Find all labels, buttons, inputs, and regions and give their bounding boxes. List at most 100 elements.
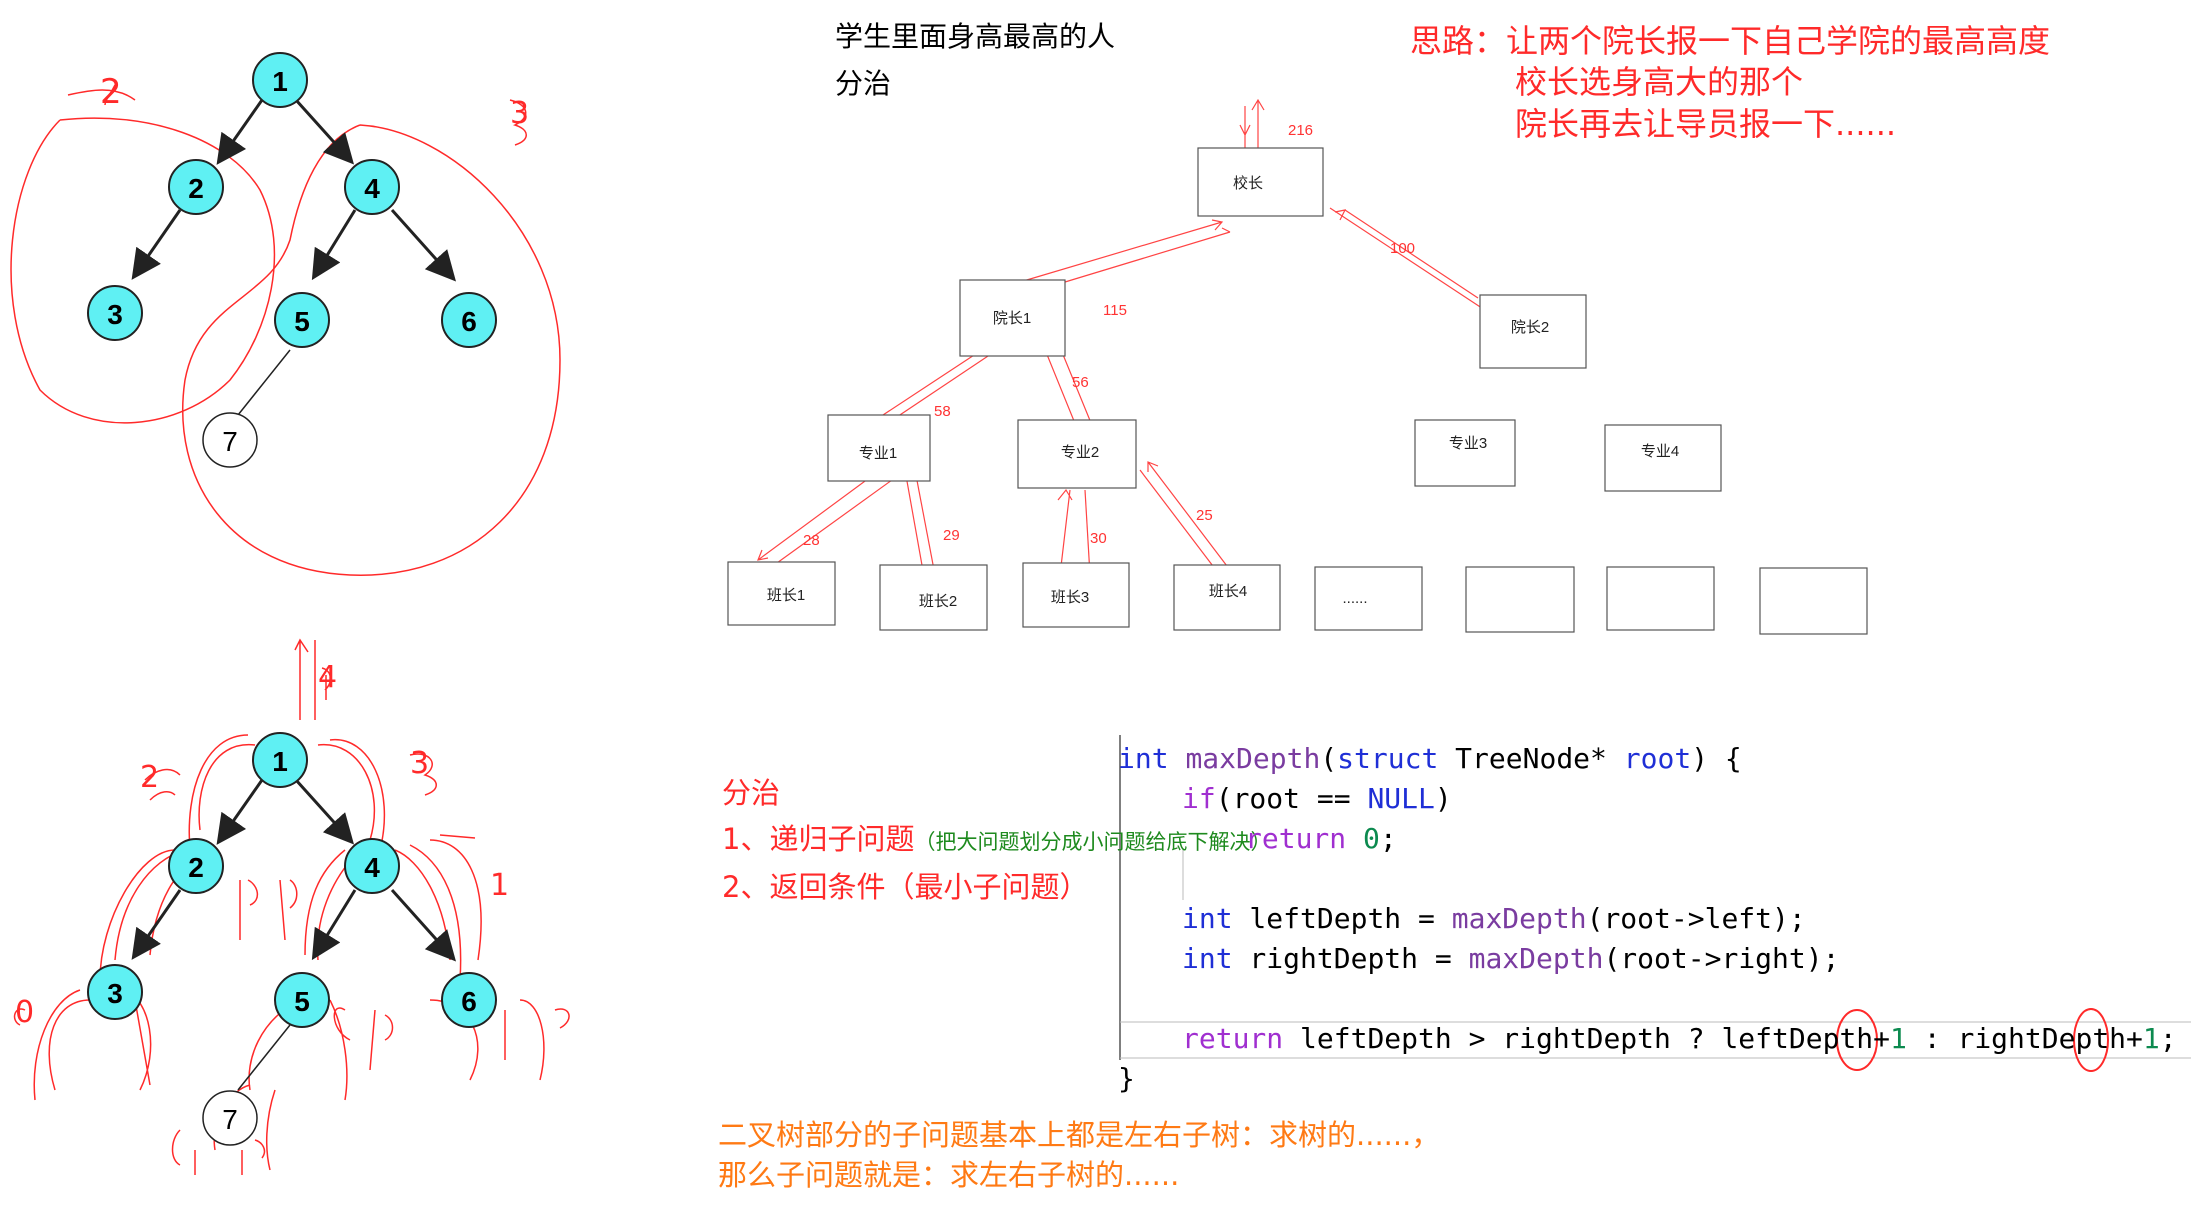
svg-text:6: 6 <box>461 986 477 1017</box>
idea-line-1: 思路：让两个院长报一下自己学院的最高高度 <box>1410 22 2051 60</box>
org-label-major-2: 专业2 <box>1061 444 1099 461</box>
org-box-major-3 <box>1414 419 1516 487</box>
org-label-monitor-1: 班长1 <box>767 587 805 604</box>
edge-value: 115 <box>1103 302 1127 319</box>
highlight-circle <box>1836 1009 1878 1071</box>
svg-text:3: 3 <box>107 978 123 1009</box>
annotation-2: 2 <box>100 72 122 112</box>
edge-value: 30 <box>1090 530 1107 547</box>
org-box-empty-3 <box>1759 567 1868 635</box>
idea-line-3: 院长再去让导员报一下...... <box>1515 105 1897 143</box>
code-line-1: int maxDepth(struct TreeNode* root) { <box>1118 742 1742 775</box>
tree-node-2: 2 <box>168 838 224 894</box>
org-label-monitor-3: 班长3 <box>1051 589 1089 606</box>
node-label: 1 <box>272 66 288 97</box>
org-label-principal: 校长 <box>1233 175 1263 192</box>
tree-node-1: 1 <box>252 52 308 108</box>
tree-node-4: 4 <box>344 838 400 894</box>
svg-text:7: 7 <box>222 1104 238 1135</box>
org-chart: 校长 院长1 院长2 专业1 专业2 专业3 专业4 班长1 班长2 班长3 班… <box>727 98 1868 635</box>
org-box-monitor-2 <box>879 564 988 631</box>
org-box-empty-1 <box>1465 566 1575 633</box>
node-label: 3 <box>107 299 123 330</box>
org-box-empty-2 <box>1606 566 1715 631</box>
org-box-monitor-3 <box>1022 562 1130 628</box>
edge-value: 25 <box>1196 507 1213 524</box>
tree-node-6: 6 <box>441 972 497 1028</box>
org-label-monitor-5: ...... <box>1342 590 1367 607</box>
annotation-0: 0 <box>15 995 35 1030</box>
page-subheading: 分治 <box>835 67 892 100</box>
highlight-circle <box>2073 1008 2109 1072</box>
org-label-major-1: 专业1 <box>859 445 897 462</box>
svg-text:1: 1 <box>272 746 288 777</box>
edge-value: 216 <box>1288 122 1313 139</box>
scribble-2 <box>67 84 136 106</box>
tree-node-6: 6 <box>441 292 497 348</box>
svg-text:5: 5 <box>294 986 310 1017</box>
org-box-major-2 <box>1017 419 1137 489</box>
summary-line-2: 那么子问题就是：求左右子树的...... <box>718 1158 1180 1192</box>
org-label-monitor-4: 班长4 <box>1209 583 1247 600</box>
node-label: 2 <box>188 173 204 204</box>
scribble-3 <box>509 99 527 146</box>
annotation-3b: 3 <box>410 746 430 781</box>
top-binary-tree: 1 2 4 3 5 6 7 <box>10 52 561 576</box>
edge-value: 100 <box>1390 240 1415 257</box>
edge-value: 29 <box>943 527 960 544</box>
bottom-binary-tree: 1 2 4 3 5 6 7 <box>13 638 570 1175</box>
idea-line-2: 校长选身高大的那个 <box>1515 63 1804 101</box>
code-line-6: return leftDepth > rightDepth ? leftDept… <box>1182 1022 2177 1055</box>
org-label-dean-2: 院长2 <box>1511 318 1549 336</box>
notes-item-2: 2、返回条件（最小子问题） <box>722 870 1089 904</box>
org-label-major-4: 专业4 <box>1641 443 1679 460</box>
notes-item-1: 1、递归子问题（把大问题划分成小问题给底下解决） <box>722 816 1271 858</box>
right-subtree-circle <box>181 124 561 576</box>
edge-value: 58 <box>934 403 951 420</box>
annotation-1: 1 <box>490 868 510 903</box>
org-box-monitor-1 <box>727 561 836 626</box>
tree-node-5: 5 <box>274 292 330 348</box>
svg-text:2: 2 <box>188 852 204 883</box>
org-box-dean-1 <box>959 279 1066 357</box>
notes-item-1-text: 1、递归子问题 <box>722 822 915 856</box>
org-label-monitor-2: 班长2 <box>919 593 957 610</box>
annotation-2b: 2 <box>140 760 160 795</box>
tree-node-2: 2 <box>168 159 224 215</box>
code-line-4: int leftDepth = maxDepth(root->left); <box>1182 902 1806 935</box>
org-label-major-3: 专业3 <box>1449 435 1487 452</box>
tree-node-3: 3 <box>87 964 143 1020</box>
svg-text:4: 4 <box>364 852 380 883</box>
summary-line-1: 二叉树部分的子问题基本上都是左右子树：求树的......， <box>718 1118 1441 1152</box>
notes-item-1-hint: （把大问题划分成小问题给底下解决） <box>914 830 1272 854</box>
edge-value: 28 <box>803 532 820 549</box>
code-line-3: return 0; <box>1245 822 1397 855</box>
tree-node-7: 7 <box>202 412 258 468</box>
org-label-dean-1: 院长1 <box>993 309 1031 327</box>
tree-node-4: 4 <box>344 159 400 215</box>
annotation-3: 3 <box>510 96 530 131</box>
node-label: 4 <box>364 173 380 204</box>
org-box-major-1 <box>827 414 931 482</box>
node-label: 6 <box>461 306 477 337</box>
tree-node-7: 7 <box>202 1090 258 1146</box>
annotation-4: 4 <box>318 660 338 695</box>
code-line-7: } <box>1118 1062 1135 1095</box>
tree-node-5: 5 <box>274 972 330 1028</box>
left-subtree-circle <box>10 117 276 424</box>
node-label: 7 <box>222 426 238 457</box>
org-box-dean-2 <box>1479 294 1587 369</box>
code-line-2: if(root == NULL) <box>1182 782 1452 815</box>
tree-node-1: 1 <box>252 732 308 788</box>
org-box-monitor-4 <box>1173 564 1281 631</box>
notes-title: 分治 <box>722 776 781 810</box>
org-box-principal <box>1197 147 1324 217</box>
tree-node-3: 3 <box>87 285 143 341</box>
edge-value: 56 <box>1072 374 1089 391</box>
org-box-monitor-5 <box>1314 566 1423 631</box>
page-heading: 学生里面身高最高的人 <box>835 20 1116 53</box>
org-box-major-4 <box>1604 424 1722 492</box>
node-label: 5 <box>294 306 310 337</box>
code-line-5: int rightDepth = maxDepth(root->right); <box>1182 942 1840 975</box>
